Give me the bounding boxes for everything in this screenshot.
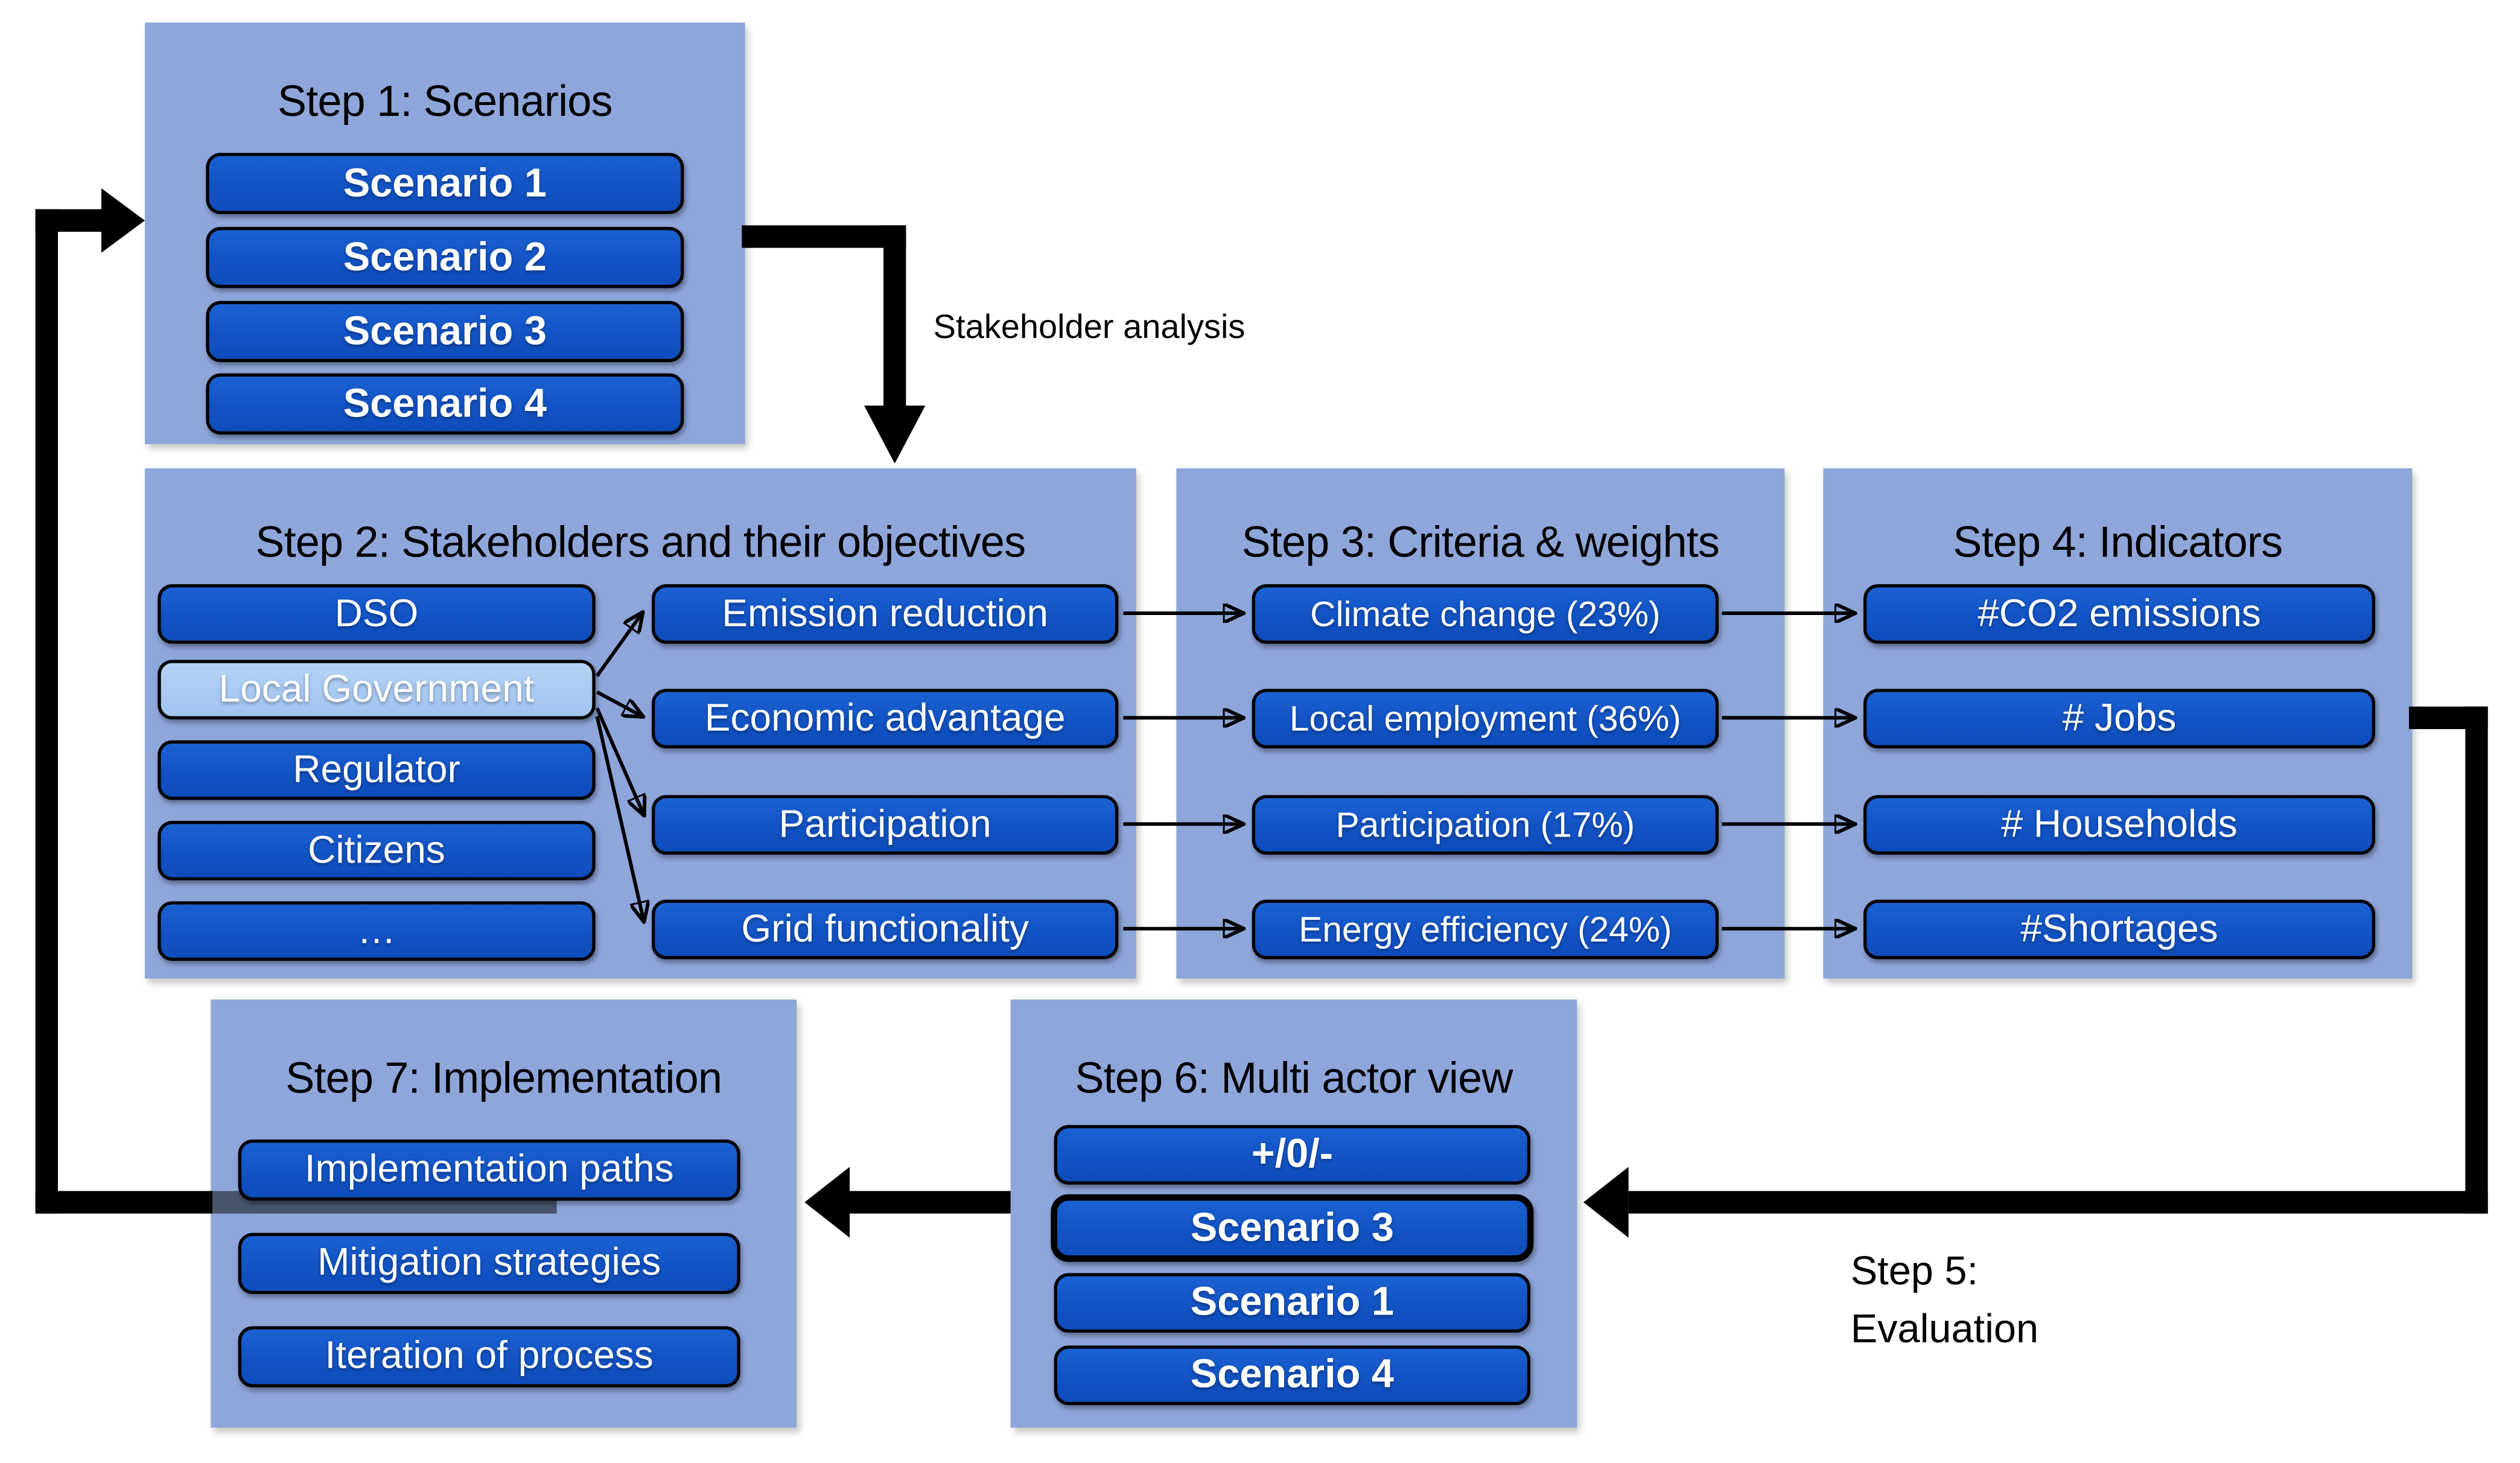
indicator-households: # Households — [1863, 795, 2376, 855]
arrow-step1-step2-head-icon — [864, 406, 926, 464]
objective-emission-reduction: Emission reduction — [652, 584, 1119, 644]
implementation-paths-button: Implementation paths — [238, 1139, 740, 1201]
criterion-participation: Participation (17%) — [1252, 795, 1719, 855]
stakeholder-regulator: Regulator — [158, 740, 596, 800]
ranked-scenario-4: Scenario 4 — [1054, 1345, 1531, 1406]
scenario-2-button: Scenario 2 — [206, 227, 684, 288]
evaluation-arrow-bottom-horizontal — [1628, 1191, 2488, 1214]
title-step4: Step 4: Indicators — [1953, 518, 2283, 567]
step5-label-line1: Step 5: — [1850, 1249, 1978, 1295]
stakeholder-citizens: Citizens — [158, 821, 596, 881]
indicator-shortages: #Shortages — [1863, 899, 2376, 960]
scenario-1-button: Scenario 1 — [206, 153, 684, 214]
title-step3: Step 3: Criteria & weights — [1241, 518, 1720, 567]
scenario-4-button: Scenario 4 — [206, 373, 684, 435]
arrow-step1-step2-horizontal — [742, 225, 906, 248]
ranked-scenario-3-highlighted: Scenario 3 — [1051, 1194, 1534, 1262]
loop-arrow-into-step1-head-icon — [101, 188, 145, 253]
stakeholder-local-government-highlighted: Local Government — [158, 660, 596, 720]
objective-grid-functionality: Grid functionality — [652, 899, 1119, 960]
stakeholder-analysis-label: Stakeholder analysis — [933, 309, 1246, 346]
stakeholder-ellipsis: … — [158, 901, 596, 961]
title-step7: Step 7: Implementation — [285, 1054, 722, 1103]
loop-arrow-left-vertical — [35, 209, 59, 1214]
evaluation-arrow-into-step6-head-icon — [1583, 1167, 1629, 1238]
title-step1: Step 1: Scenarios — [277, 77, 613, 126]
criterion-energy-efficiency: Energy efficiency (24%) — [1252, 899, 1719, 960]
indicator-jobs: # Jobs — [1863, 689, 2376, 749]
iteration-of-process-button: Iteration of process — [238, 1326, 740, 1388]
arrow-step6-step7-head-icon — [804, 1167, 850, 1238]
criterion-climate-change: Climate change (23%) — [1252, 584, 1719, 644]
step5-label-line2: Evaluation — [1850, 1307, 2039, 1353]
indicator-co2-emissions: #CO2 emissions — [1863, 584, 2376, 644]
objective-participation: Participation — [652, 795, 1119, 855]
evaluation-arrow-right-vertical — [2465, 706, 2488, 1214]
arrow-step1-step2-vertical — [883, 225, 906, 406]
title-step6: Step 6: Multi actor view — [1075, 1054, 1513, 1103]
mitigation-strategies-button: Mitigation strategies — [238, 1232, 740, 1295]
stakeholder-dso: DSO — [158, 584, 596, 644]
ranked-scenario-1: Scenario 1 — [1054, 1273, 1531, 1333]
loop-arrow-bottom-horizontal — [35, 1191, 213, 1214]
title-step2: Step 2: Stakeholders and their objective… — [255, 518, 1026, 567]
arrow-step6-step7-horizontal — [850, 1191, 1011, 1214]
scenario-3-button: Scenario 3 — [206, 301, 684, 363]
objective-economic-advantage: Economic advantage — [652, 689, 1119, 749]
rating-scale-button: +/0/- — [1054, 1125, 1531, 1185]
loop-arrow-top-horizontal — [35, 209, 102, 232]
criterion-local-employment: Local employment (36%) — [1252, 689, 1719, 749]
